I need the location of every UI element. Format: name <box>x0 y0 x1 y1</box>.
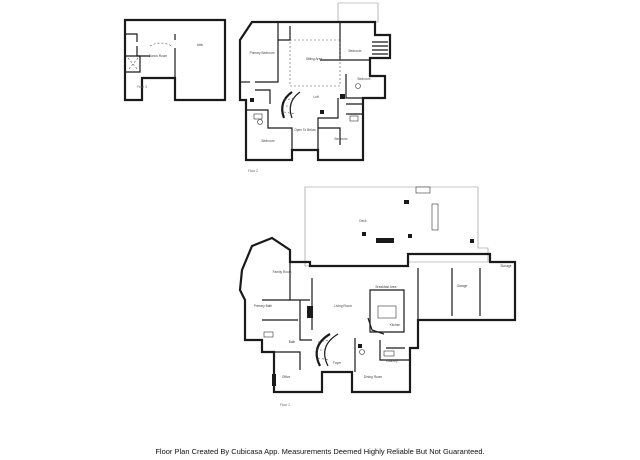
room-breakfast-area: Breakfast Area <box>376 285 397 289</box>
floor-plan-caption: Floor Plan Created By Cubicasa App. Meas… <box>155 447 485 456</box>
room-garage: Garage <box>457 284 468 288</box>
room-sitting-area: Sitting Area <box>306 57 323 61</box>
floor-1-plan: Deck Family Room Breakfast Area Primary … <box>238 186 517 407</box>
room-family-room: Family Room <box>273 270 292 274</box>
room-bonus-room: Bonus Room <box>149 54 168 58</box>
room-attic: Attic <box>197 43 204 47</box>
room-bedroom-se: Bedroom <box>335 137 348 141</box>
room-bedroom-sw: Bedroom <box>262 139 275 143</box>
room-laundry: Laundry <box>386 359 398 363</box>
floor-2-plan: Primary Bedroom Sitting Area Bedroom Bed… <box>238 2 392 173</box>
room-dining-room: Dining Room <box>364 375 383 379</box>
room-bath: Bath <box>289 340 296 344</box>
room-office: Office <box>282 375 290 379</box>
room-foyer: Foyer <box>333 361 342 365</box>
floor-1-tag: Floor 1 <box>280 403 290 407</box>
room-storage: Storage <box>500 264 511 268</box>
room-kitchen: Kitchen <box>390 323 401 327</box>
floor-3-tag: Floor 3 <box>137 85 147 89</box>
room-open-to-below: Open To Below <box>294 128 316 132</box>
floor-2-tag: Floor 2 <box>248 169 258 173</box>
floor-3-plan: Bonus Room Attic Floor 3 <box>123 18 227 102</box>
room-deck: Deck <box>359 219 367 223</box>
room-loft: Loft <box>313 95 318 99</box>
room-bedroom-east: Bedroom <box>358 77 371 81</box>
room-primary-bath: Primary Bath <box>254 304 273 308</box>
room-primary-bedroom: Primary Bedroom <box>250 51 275 55</box>
room-bedroom-north: Bedroom <box>349 49 362 53</box>
room-living-room: Living Room <box>334 304 352 308</box>
